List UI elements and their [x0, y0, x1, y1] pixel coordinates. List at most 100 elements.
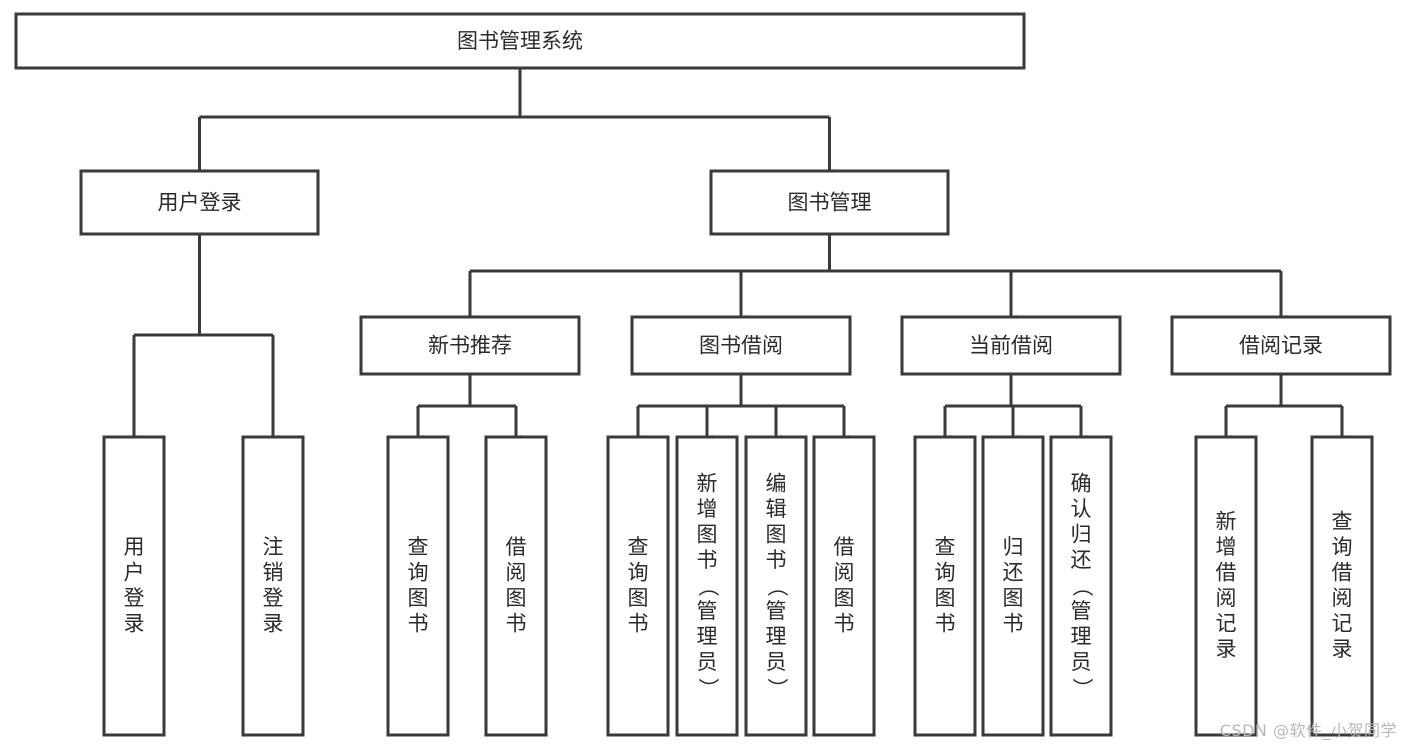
node-label-leaf-cb-query-char: 图 — [935, 586, 956, 610]
node-box-leaf-bb-query[interactable] — [606, 435, 670, 737]
node-label-leaf-nb-query-char: 图 — [408, 586, 429, 610]
node-label-leaf-cb-confirm-char: 管 — [1071, 599, 1092, 623]
node-label-leaf-cb-confirm-char: 确 — [1071, 471, 1092, 495]
node-current-borrow[interactable]: 当前借阅 — [900, 315, 1122, 376]
node-label-leaf-bb-add-char: （ — [696, 576, 720, 597]
node-book-borrow[interactable]: 图书借阅 — [630, 315, 852, 376]
node-new-book-rec[interactable]: 新书推荐 — [359, 315, 581, 376]
node-label-leaf-nb-query-char: 查 — [408, 535, 429, 559]
node-box-leaf-br-add[interactable] — [1194, 435, 1258, 737]
node-label-leaf-user-login-char: 户 — [124, 561, 145, 585]
node-label-leaf-cb-confirm-char: 还 — [1071, 548, 1092, 572]
node-label-leaf-bb-edit-char: 编 — [766, 471, 787, 495]
node-label-leaf-bb-edit-char: 员 — [766, 650, 787, 674]
node-label-current-borrow: 当前借阅 — [969, 334, 1053, 358]
node-label-leaf-bb-add-char: 理 — [697, 624, 718, 648]
node-box-book-borrow[interactable] — [630, 315, 852, 376]
edge-group-user-login — [128, 234, 279, 445]
node-box-leaf-bb-add[interactable] — [675, 435, 739, 737]
node-box-user-login[interactable] — [79, 169, 320, 236]
node-label-leaf-br-query-char: 借 — [1332, 561, 1353, 585]
node-label-leaf-br-add-char: 新 — [1216, 510, 1237, 534]
node-box-leaf-cb-return[interactable] — [981, 435, 1045, 737]
node-label-leaf-bb-add-char: 管 — [697, 599, 718, 623]
node-label-leaf-logout-char: 录 — [263, 612, 284, 636]
node-label-leaf-cb-query-char: 书 — [935, 612, 956, 636]
nodes-layer: 图书管理系统用户登录图书管理新书推荐图书借阅当前借阅借阅记录用户登录注销登录查询… — [14, 12, 1392, 737]
node-label-leaf-cb-return-char: 图 — [1003, 586, 1024, 610]
node-borrow-record[interactable]: 借阅记录 — [1170, 315, 1392, 376]
node-label-leaf-br-add-char: 录 — [1216, 637, 1237, 661]
node-label-leaf-br-query-char: 询 — [1332, 535, 1353, 559]
node-label-leaf-cb-return-char: 书 — [1003, 612, 1024, 636]
node-label-leaf-br-query-char: 记 — [1332, 612, 1353, 636]
node-label-leaf-logout-char: 登 — [263, 586, 284, 610]
node-box-current-borrow[interactable] — [900, 315, 1122, 376]
edge-group-root — [194, 68, 835, 179]
node-box-leaf-user-login[interactable] — [102, 435, 166, 737]
node-box-root[interactable] — [14, 12, 1026, 70]
node-label-leaf-nb-query-char: 询 — [408, 561, 429, 585]
node-label-leaf-bb-query-char: 询 — [628, 561, 649, 585]
node-label-leaf-user-login-char: 用 — [124, 535, 145, 559]
node-label-leaf-cb-confirm-char: （ — [1070, 576, 1094, 597]
node-label-leaf-bb-edit-char: 书 — [766, 548, 787, 572]
node-label-root: 图书管理系统 — [457, 29, 583, 53]
node-box-leaf-cb-query[interactable] — [913, 435, 977, 737]
node-label-leaf-bb-query-char: 书 — [628, 612, 649, 636]
node-label-leaf-bb-edit-char: 理 — [766, 624, 787, 648]
edge-group-book-borrow — [632, 374, 850, 445]
node-box-leaf-logout[interactable] — [241, 435, 305, 737]
node-book-manage[interactable]: 图书管理 — [709, 169, 950, 236]
node-box-leaf-bb-edit[interactable] — [744, 435, 808, 737]
node-label-book-manage: 图书管理 — [788, 191, 872, 215]
node-label-leaf-bb-edit-char: （ — [765, 576, 789, 597]
node-box-leaf-nb-borrow[interactable] — [484, 435, 548, 737]
node-box-leaf-cb-confirm[interactable] — [1049, 435, 1113, 737]
node-label-leaf-cb-confirm-char: 认 — [1071, 497, 1092, 521]
node-box-leaf-br-query[interactable] — [1310, 435, 1374, 737]
node-label-leaf-nb-borrow-char: 阅 — [506, 561, 527, 585]
node-box-leaf-bb-borrow[interactable] — [812, 435, 876, 737]
edges-layer — [128, 68, 1348, 445]
node-label-leaf-br-query-char: 阅 — [1332, 586, 1353, 610]
node-label-leaf-cb-query-char: 查 — [935, 535, 956, 559]
node-label-leaf-logout-char: 注 — [263, 535, 284, 559]
node-label-leaf-br-add-char: 借 — [1216, 561, 1237, 585]
node-label-leaf-bb-edit-char: 辑 — [766, 497, 787, 521]
node-label-leaf-br-query-char: 查 — [1332, 510, 1353, 534]
node-label-leaf-bb-borrow-char: 阅 — [834, 561, 855, 585]
node-root[interactable]: 图书管理系统 — [14, 12, 1026, 70]
node-box-new-book-rec[interactable] — [359, 315, 581, 376]
node-label-leaf-user-login-char: 录 — [124, 612, 145, 636]
node-label-leaf-cb-return-char: 还 — [1003, 561, 1024, 585]
node-box-book-manage[interactable] — [709, 169, 950, 236]
node-label-leaf-bb-query-char: 查 — [628, 535, 649, 559]
node-box-leaf-nb-query[interactable] — [386, 435, 450, 737]
node-label-leaf-bb-add-char: ） — [696, 678, 720, 699]
node-label-user-login: 用户登录 — [158, 191, 242, 215]
node-label-leaf-nb-borrow-char: 借 — [506, 535, 527, 559]
node-label-leaf-user-login-char: 登 — [124, 586, 145, 610]
node-user-login[interactable]: 用户登录 — [79, 169, 320, 236]
node-box-borrow-record[interactable] — [1170, 315, 1392, 376]
edge-group-new-book-rec — [412, 374, 522, 445]
node-label-leaf-nb-borrow-char: 书 — [506, 612, 527, 636]
node-leaf-user-login[interactable]: 用户登录 — [102, 435, 166, 737]
node-label-leaf-cb-confirm-char: 员 — [1071, 650, 1092, 674]
node-label-leaf-br-add-char: 记 — [1216, 612, 1237, 636]
